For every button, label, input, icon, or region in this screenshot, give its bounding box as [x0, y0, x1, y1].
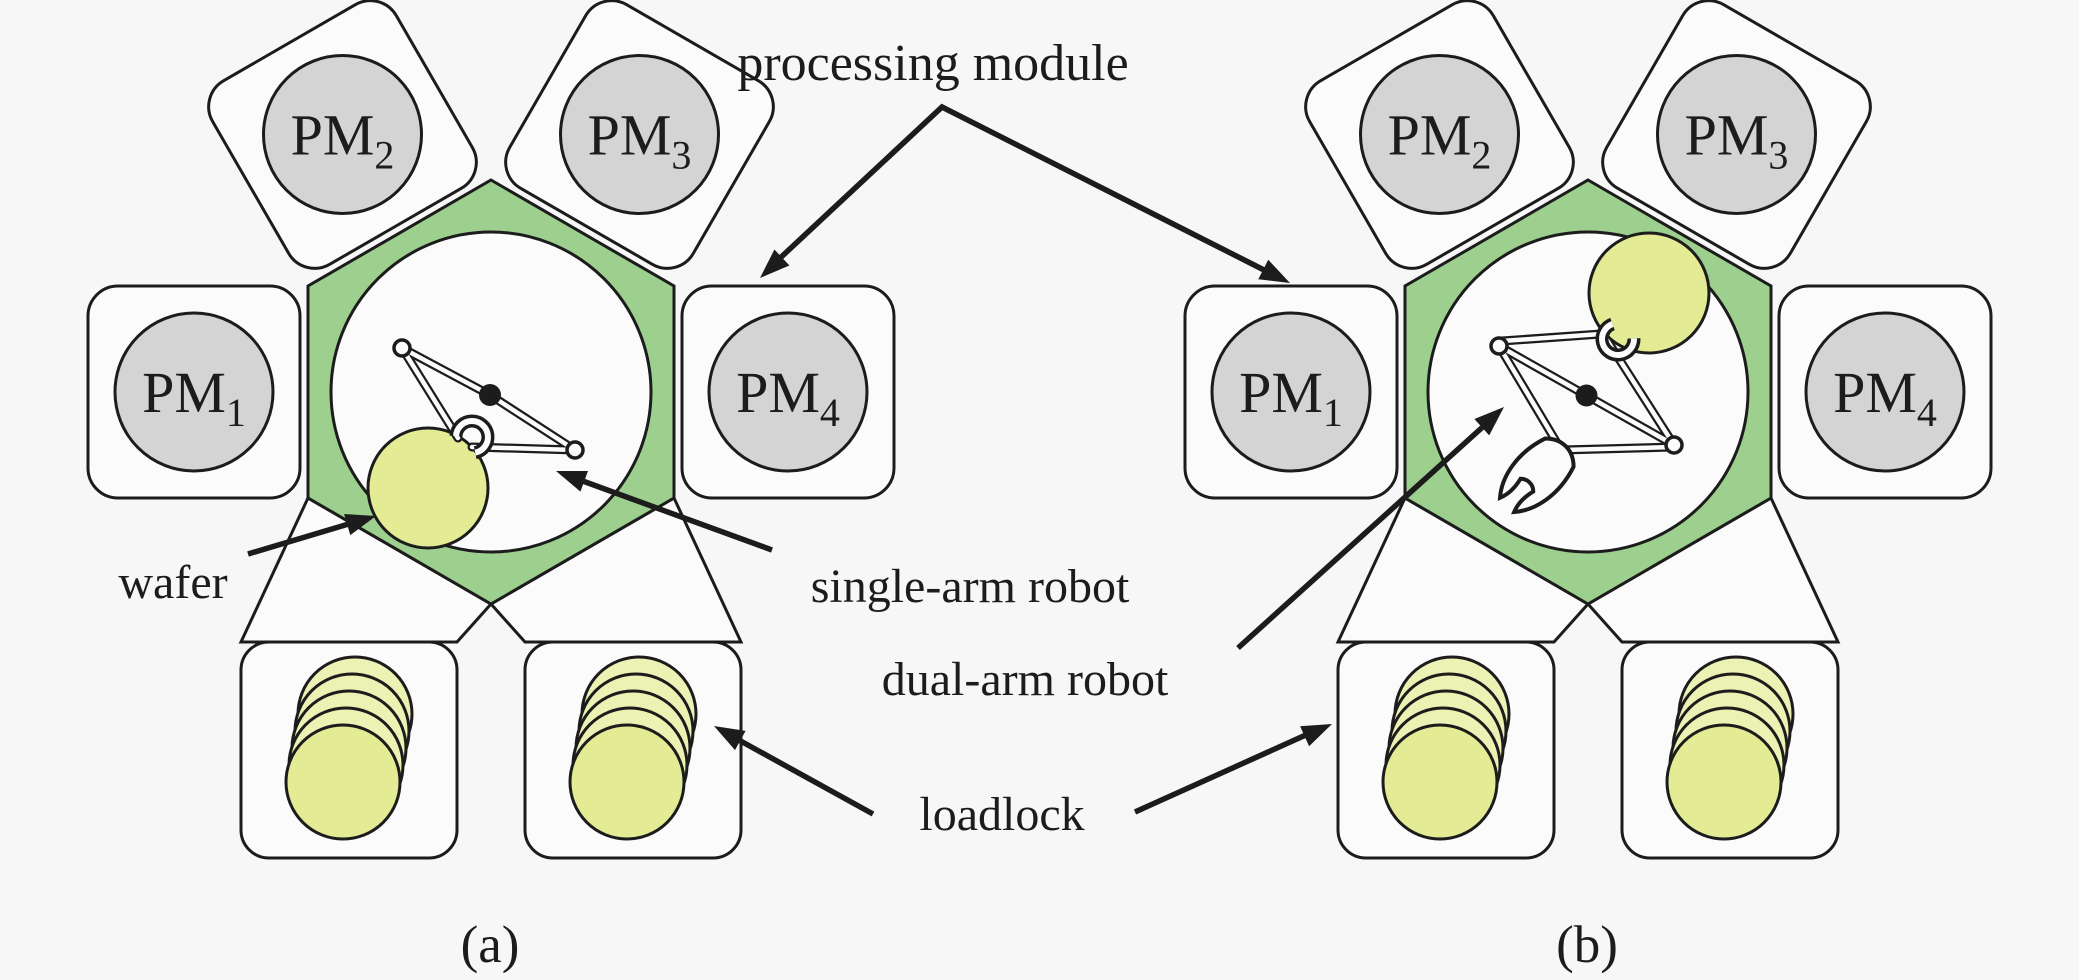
wafer: [568, 723, 686, 841]
robot-link-inner: [1496, 343, 1563, 451]
annotations: processing module wafer single-arm robot…: [118, 35, 1504, 841]
pm3-circle: [559, 54, 720, 215]
single-arm-robot-arrow: [579, 477, 773, 553]
wafer-stack: [568, 655, 698, 841]
fork-outline: [1497, 436, 1576, 515]
dual-arm-robot-arrow: [1236, 421, 1488, 651]
wafer-stack: [284, 655, 414, 841]
dual-arm-robot: [1489, 231, 1711, 515]
wafer: [1665, 723, 1783, 841]
dual-arm-robot-label: dual-arm robot: [882, 653, 1169, 706]
pm4-label: PM4: [736, 360, 840, 435]
wafer-on-robot: [1587, 231, 1711, 355]
wafer: [284, 723, 402, 841]
wafer-on-robot: [366, 426, 490, 550]
robot-link-inner: [1496, 343, 1589, 398]
robot-joint: [1664, 435, 1684, 455]
pm4-circle: [707, 311, 869, 473]
arrowhead: [714, 726, 746, 751]
robot-joint: [392, 338, 412, 358]
arrowhead: [1300, 724, 1332, 747]
loadlock-arrow-left: [735, 736, 875, 817]
caption-b: (b): [1556, 916, 1618, 974]
pm1-label: PM1: [142, 360, 246, 435]
pm2-circle: [262, 54, 423, 215]
wafer: [1381, 723, 1499, 841]
pm3-label: PM3: [1685, 103, 1789, 178]
processing-module-arrow-left: [776, 103, 1268, 274]
wafer-stack: [1381, 655, 1511, 841]
robot-link-inner: [1559, 444, 1677, 453]
wafer-label: wafer: [118, 556, 227, 609]
loadlock-label: loadlock: [919, 788, 1084, 841]
end-effector-inner: [1599, 321, 1638, 359]
arrowhead: [760, 249, 790, 278]
caption-a: (a): [461, 916, 520, 974]
pm1-label: PM1: [1239, 360, 1343, 435]
robot-hub: [479, 384, 501, 406]
pm1-circle: [113, 311, 275, 473]
robot-link-inner: [399, 345, 493, 398]
fork-end-effector: [1497, 436, 1576, 515]
pm4-label: PM4: [1833, 360, 1937, 435]
wafer-arrow: [247, 520, 353, 557]
pm4-circle: [1804, 311, 1966, 473]
arrowhead: [344, 514, 376, 536]
single-arm-robot-label: single-arm robot: [811, 560, 1130, 613]
pm3-circle: [1656, 54, 1817, 215]
cluster-a: PM1 PM2 PM3 PM4: [86, 0, 896, 974]
robot-link-inner: [1584, 393, 1677, 448]
pm2-label: PM2: [1388, 103, 1492, 178]
processing-module-label: processing module: [737, 35, 1128, 92]
cluster-b: PM1 PM2 PM3 PM4: [1183, 0, 1993, 974]
loadlock-arrow-right: [1133, 731, 1310, 815]
pm2-label: PM2: [291, 103, 395, 178]
pm3-label: PM3: [588, 103, 692, 178]
robot-link-inner: [487, 392, 578, 453]
arrowhead: [1474, 407, 1504, 436]
single-arm-robot: [366, 338, 585, 550]
pm2-circle: [1359, 54, 1520, 215]
robot-link-inner: [1499, 331, 1604, 344]
pm1-circle: [1210, 311, 1372, 473]
robot-joint: [565, 440, 585, 460]
arrowhead: [1258, 259, 1290, 283]
arrowhead: [556, 471, 588, 492]
robot-link-inner: [399, 345, 461, 441]
robot-hub: [1575, 384, 1598, 407]
robot-joint: [1489, 336, 1509, 356]
wafer-stack: [1665, 655, 1795, 841]
end-effector-inner: [453, 418, 491, 456]
